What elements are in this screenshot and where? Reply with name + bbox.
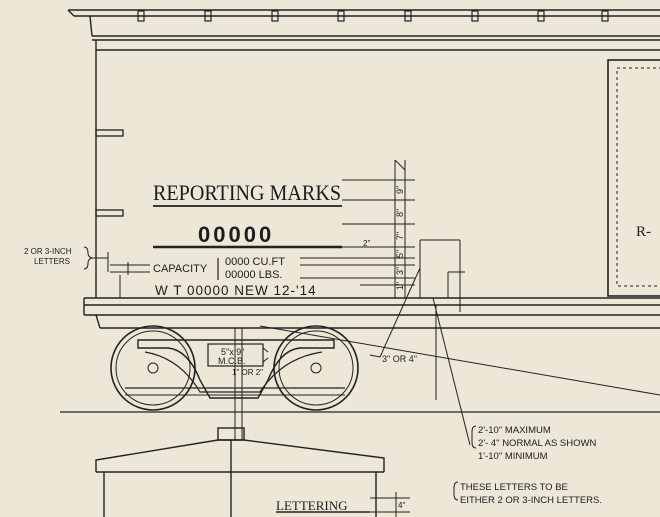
height-max-text: 2'-10" MAXIMUM bbox=[478, 425, 551, 436]
side-ladder-rungs bbox=[95, 129, 124, 217]
letter-size-note-line2: LETTERS bbox=[34, 257, 70, 266]
truck-stencil-spacing: 1" OR 2" bbox=[232, 368, 263, 377]
truck-stencil-mcb: M.C.B. bbox=[218, 356, 246, 366]
height-min-text: 1'-10" MINIMUM bbox=[478, 451, 548, 462]
truck-spacing-label: 3" OR 4" bbox=[382, 354, 417, 364]
capacity-label: CAPACITY bbox=[153, 263, 208, 275]
height-normal-text: 2'- 4" NORMAL AS SHOWN bbox=[478, 438, 596, 449]
car-end-outline bbox=[95, 427, 385, 517]
dim-label-6: 1" bbox=[395, 282, 405, 290]
weight-line-text: W T 00000 NEW 12-'14 bbox=[155, 283, 317, 298]
dim-label-4: 5" bbox=[395, 250, 405, 258]
dimension-ticks bbox=[300, 159, 415, 299]
dim-label-5: 3" bbox=[395, 267, 405, 275]
dim-label-2: 8" bbox=[395, 209, 405, 217]
end-lettering-dim: 4" bbox=[398, 501, 405, 510]
dim-label-3: 7" bbox=[395, 232, 405, 240]
letter-size-dim bbox=[92, 252, 150, 298]
roof-outline bbox=[67, 9, 660, 51]
truck-stencil-size: 5"x 9" bbox=[221, 347, 244, 357]
end-lettering-label: LETTERING bbox=[276, 498, 347, 513]
dim-label-1: 9" bbox=[395, 186, 405, 194]
roof-running-board-blocks bbox=[137, 10, 609, 22]
dim-label-7: 2" bbox=[363, 239, 370, 248]
side-height-leaders bbox=[419, 239, 471, 446]
side-door: R- bbox=[607, 59, 660, 297]
capacity-cuft: 0000 CU.FT bbox=[225, 256, 285, 268]
letter-note-line1: THESE LETTERS TO BE bbox=[460, 482, 568, 493]
letter-size-note-line1: 2 OR 3-INCH bbox=[24, 247, 72, 256]
letter-note-line2: EITHER 2 OR 3-INCH LETTERS. bbox=[460, 495, 602, 506]
truck-assembly bbox=[110, 325, 359, 440]
reporting-marks-text: REPORTING MARKS bbox=[153, 180, 341, 205]
car-number-text: 00000 bbox=[198, 222, 274, 247]
truck-spacing-leader bbox=[259, 267, 660, 396]
capacity-lbs: 00000 LBS. bbox=[225, 269, 283, 281]
door-letter: R- bbox=[636, 224, 651, 240]
